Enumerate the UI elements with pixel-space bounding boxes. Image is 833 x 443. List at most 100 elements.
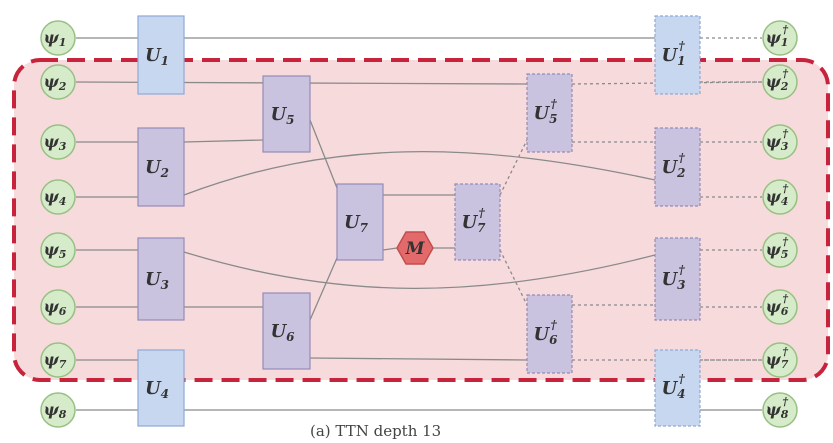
gate-subscript: 4	[677, 387, 685, 401]
dagger-symbol: †	[782, 395, 788, 408]
gate-subscript: 3	[161, 278, 169, 292]
qubit-label: ψ1†	[766, 23, 789, 49]
gate-box	[526, 73, 573, 153]
qubit-circle	[40, 179, 76, 215]
gate-box	[526, 294, 573, 374]
input-qubit-4: ψ4	[40, 179, 76, 215]
gate-u2: U2	[137, 127, 185, 207]
measurement-node: M	[396, 231, 434, 265]
input-qubit-2: ψ2	[40, 64, 76, 100]
measurement-label: M	[405, 239, 426, 259]
qubit-subscript: 3	[781, 140, 789, 153]
input-qubit-8: ψ8	[40, 392, 76, 428]
gate-box	[654, 349, 701, 427]
qubit-circle	[40, 342, 76, 378]
qubit-subscript: 1	[59, 36, 67, 49]
gate-box	[454, 183, 501, 261]
qubit-subscript: 8	[781, 408, 789, 421]
gate-subscript: 3	[677, 278, 685, 292]
dagger-symbol: †	[679, 263, 686, 277]
output-qubit-7: ψ7†	[762, 342, 798, 378]
gate-subscript: 4	[161, 387, 169, 401]
gate-box	[262, 75, 311, 153]
output-qubit-8: ψ8†	[762, 392, 798, 428]
gate-box	[654, 237, 701, 321]
gate-u3: U3	[137, 237, 185, 321]
qubit-subscript: 1	[781, 36, 789, 49]
qubit-circle	[762, 124, 798, 160]
output-qubit-4: ψ4†	[762, 179, 798, 215]
dagger-symbol: †	[782, 345, 788, 358]
gate-box	[137, 127, 185, 207]
gate-subscript: 7	[477, 221, 486, 235]
wire	[382, 247, 398, 251]
wire	[499, 249, 528, 306]
output-qubit-5: ψ5†	[762, 232, 798, 268]
gate-box	[654, 127, 701, 207]
gate-u7d: U7†	[454, 183, 501, 261]
gate-subscript: 5	[549, 112, 557, 126]
qubit-label: ψ2†	[766, 67, 789, 93]
qubit-circle	[762, 179, 798, 215]
gate-u4d: U4†	[654, 349, 701, 427]
gate-subscript: 2	[160, 166, 169, 180]
qubit-subscript: 6	[59, 305, 67, 318]
figure-caption: (a) TTN depth 13	[310, 422, 442, 440]
qubit-circle	[762, 232, 798, 268]
dagger-symbol: †	[551, 318, 558, 332]
input-qubit-6: ψ6	[40, 289, 76, 325]
qubit-label: ψ4†	[766, 182, 789, 208]
qubit-subscript: 3	[59, 140, 67, 153]
gate-u1d: U1†	[654, 15, 701, 95]
gate-subscript: 6	[549, 333, 558, 347]
gate-box	[137, 349, 185, 427]
qubit-subscript: 6	[781, 305, 789, 318]
gate-box	[654, 15, 701, 95]
qubit-circle	[40, 64, 76, 100]
wire	[499, 139, 528, 196]
qubit-subscript: 7	[781, 358, 789, 371]
dagger-symbol: †	[782, 23, 788, 36]
gate-u6d: U6†	[526, 294, 573, 374]
output-qubit-6: ψ6†	[762, 289, 798, 325]
gate-subscript: 6	[286, 330, 295, 344]
qubit-subscript: 2	[780, 80, 789, 93]
gate-u5d: U5†	[526, 73, 573, 153]
dagger-symbol: †	[782, 292, 788, 305]
qubit-circle	[40, 232, 76, 268]
output-qubit-3: ψ3†	[762, 124, 798, 160]
qubit-label: ψ7†	[766, 345, 789, 371]
qubit-label: ψ6†	[766, 292, 789, 318]
wire	[183, 151, 656, 196]
dagger-symbol: †	[679, 151, 686, 165]
qubit-circle	[762, 289, 798, 325]
input-qubit-3: ψ3	[40, 124, 76, 160]
qubit-circle	[762, 392, 798, 428]
qubit-subscript: 4	[59, 195, 67, 208]
gate-subscript: 7	[360, 221, 369, 235]
qubit-circle	[762, 342, 798, 378]
qubit-subscript: 2	[58, 80, 67, 93]
wire	[309, 257, 338, 321]
output-qubit-1: ψ1†	[762, 20, 798, 56]
wire	[183, 139, 264, 143]
qubit-subscript: 8	[59, 408, 67, 421]
dagger-symbol: †	[551, 97, 558, 111]
gate-subscript: 5	[286, 113, 294, 127]
qubit-subscript: 5	[781, 248, 789, 261]
gate-box	[137, 15, 185, 95]
gate-u3d: U3†	[654, 237, 701, 321]
dagger-symbol: †	[782, 182, 788, 195]
gate-box	[336, 183, 384, 261]
wire	[309, 357, 528, 361]
wire	[309, 119, 338, 189]
output-qubit-2: ψ2†	[762, 64, 798, 100]
gate-u4: U4	[137, 349, 185, 427]
dagger-symbol: †	[679, 39, 686, 53]
input-qubit-5: ψ5	[40, 232, 76, 268]
dagger-symbol: †	[479, 206, 486, 220]
